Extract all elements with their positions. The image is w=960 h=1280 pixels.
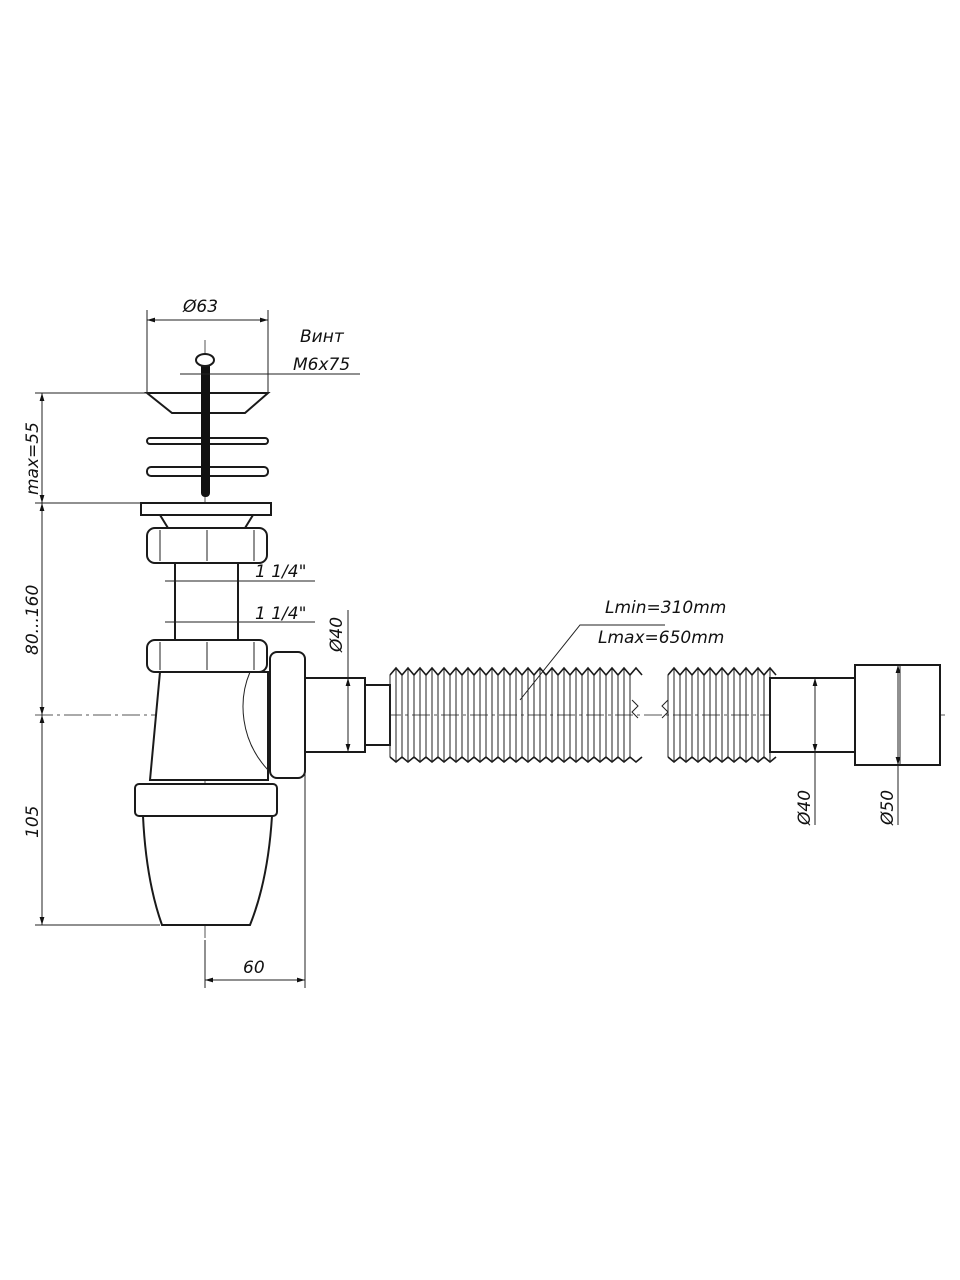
screw-head bbox=[195, 353, 215, 367]
dim-max-height: max=55 bbox=[23, 422, 43, 495]
hose-length-min: Lmin=310mm bbox=[605, 598, 726, 618]
screw-label: Винт bbox=[300, 327, 345, 347]
trap-ring bbox=[134, 783, 278, 817]
screw-size-label: M6x75 bbox=[293, 355, 350, 375]
dim-adjust-range: 80...160 bbox=[23, 585, 43, 655]
hose-length-max: Lmax=650mm bbox=[598, 628, 724, 648]
dim-hose-end-outer: Ø50 bbox=[878, 790, 898, 826]
hose-end-tube bbox=[769, 677, 856, 753]
dim-strainer-diameter: Ø63 bbox=[182, 297, 218, 317]
trap-bottle bbox=[141, 815, 274, 926]
flange-cone bbox=[158, 514, 255, 529]
trap-body bbox=[148, 671, 269, 781]
dim-offset: 60 bbox=[243, 958, 265, 978]
corrugated-hose-left bbox=[389, 666, 643, 764]
dim-outlet-diameter: Ø40 bbox=[327, 617, 347, 653]
screw-shaft bbox=[201, 362, 210, 497]
dim-trap-depth: 105 bbox=[23, 806, 43, 838]
hose-break-marks bbox=[631, 699, 669, 719]
strainer-assembly bbox=[140, 353, 272, 529]
outlet-step bbox=[364, 684, 391, 746]
dimension-lines bbox=[35, 310, 901, 988]
outlet-tube bbox=[304, 677, 366, 753]
dim-thread-upper: 1 1/4" bbox=[255, 562, 306, 582]
tailpiece-pipe bbox=[174, 562, 239, 642]
dim-thread-lower: 1 1/4" bbox=[255, 604, 306, 624]
dim-hose-end-inner: Ø40 bbox=[795, 790, 815, 826]
flange bbox=[140, 502, 272, 516]
side-nut bbox=[269, 651, 306, 779]
